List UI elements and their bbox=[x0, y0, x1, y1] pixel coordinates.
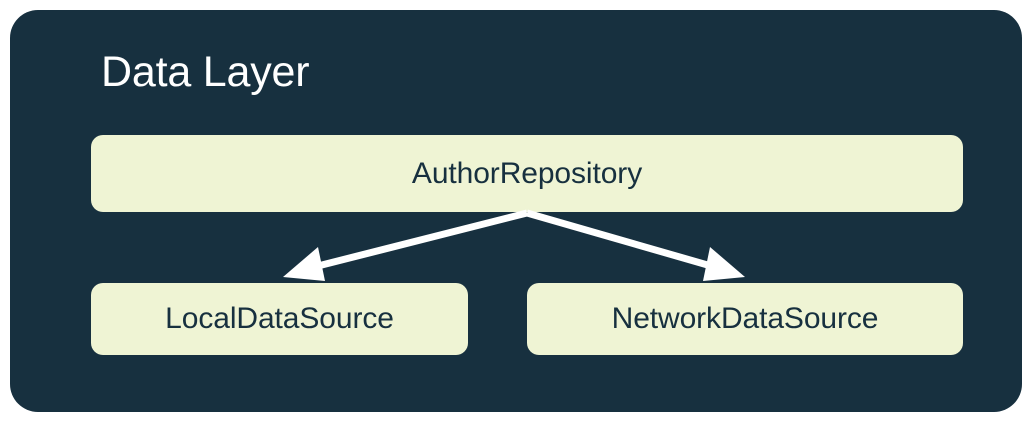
node-label-local-data-source: LocalDataSource bbox=[165, 302, 394, 335]
node-network-data-source[interactable]: NetworkDataSource bbox=[527, 283, 963, 355]
node-local-data-source[interactable]: LocalDataSource bbox=[91, 283, 468, 355]
node-label-author-repository: AuthorRepository bbox=[411, 156, 643, 190]
node-author-repository[interactable]: AuthorRepository bbox=[91, 135, 963, 212]
page-title: Data Layer bbox=[101, 48, 310, 96]
node-label-network-data-source: NetworkDataSource bbox=[611, 302, 879, 335]
